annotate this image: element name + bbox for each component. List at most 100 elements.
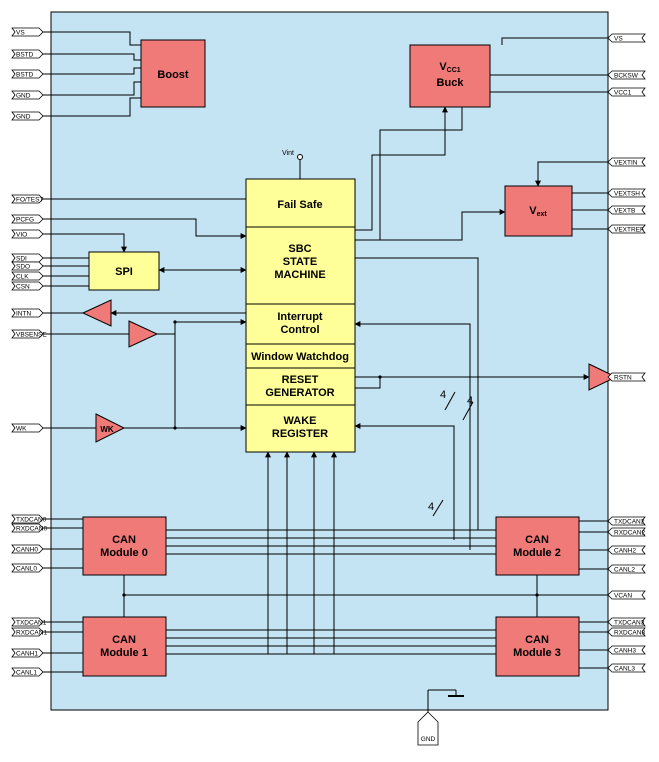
pin-canh0: CANH0 [11,544,44,554]
pin-sdo: SDO [11,261,44,271]
fail-safe-block: Fail Safe [245,178,356,228]
pin-label-gnd-bottom: GND [421,736,436,743]
wk-comparator-label: WK [100,425,114,434]
ground-symbol [427,689,464,712]
reset-generator-block: RESET GENERATOR [245,367,356,406]
pin-tag-shape [11,27,44,37]
pin-tag-shape [11,214,44,224]
can-module-0-block: CAN Module 0 [82,516,167,576]
wires [43,31,616,673]
wire-vio [43,233,127,253]
wire-sbc-to-vext [355,209,506,241]
boost-block: Boost [140,39,206,108]
pin-bstd-2: BSTD [11,69,44,79]
pin-tag-shape [607,372,646,382]
pin-tag-shape [11,271,44,281]
pin-pcfg: PCFG [11,214,44,224]
pin-label-rxdcan0: RXDCAN0 [16,525,47,532]
pin-vs-right: VS [607,33,646,43]
pin-label-vbsense: VBSENSE [16,331,47,338]
pin-rxdcan2: RXDCAN2 [607,527,646,537]
pin-label-vextb: VEXTB [614,207,635,214]
pin-gnd-1: GND [11,90,44,100]
reset-title-line2: GENERATOR [265,387,334,399]
pin-tag-shape [11,90,44,100]
pin-rxdcan3: RXDCAN3 [607,627,646,637]
pin-label-txdcan3: TXDCAN3 [614,619,645,626]
sbc-state-machine-block: SBC STATE MACHINE [245,226,356,305]
can0-title-line2: Module 0 [100,547,148,559]
pin-canl1: CANL1 [11,667,44,677]
pin-tag-shape [11,281,44,291]
pin-label-sdi: SDI [16,255,27,262]
pin-clk: CLK [11,271,44,281]
watchdog-title: Window Watchdog [251,351,349,363]
pin-tag-shape [607,224,646,234]
vcc1-buck-title-line2: Buck [437,77,465,89]
pin-vcan: VCAN [607,590,646,600]
pin-canl0: CANL0 [11,563,44,573]
rstn-buffer-triangle [588,363,618,391]
vcc1-buck-block: VCC1 Buck [409,44,491,108]
pin-tag-shape [11,544,44,554]
wire [43,67,141,75]
pin-canh2: CANH2 [607,545,646,555]
interrupt-title-line2: Control [280,324,319,336]
vext-block: Vext [504,185,573,237]
vint-label: Vint [282,150,294,157]
bus-width-label-3: 4 [428,501,434,513]
wire [355,377,381,389]
pin-rxdcan0: RXDCAN0 [11,523,47,533]
vcc1-buck-title: VCC1 [439,61,460,74]
pin-txdcan0: TXDCAN0 [11,514,47,524]
junction-dot [122,593,126,597]
wire-can-to-interrupt [354,321,471,550]
pin-label-bstd-1: BSTD [16,51,34,58]
window-watchdog-block: Window Watchdog [245,343,356,369]
pin-tag-shape [11,329,44,339]
pin-csn: CSN [11,281,44,291]
pin-tag-shape [607,545,646,555]
interrupt-title-line1: Interrupt [277,311,323,323]
wire [462,401,474,421]
pin-txdcan3: TXDCAN3 [607,617,646,627]
pin-intn: INTN [11,308,44,318]
pin-tag-shape [417,711,439,746]
pin-tag-shape [607,188,646,198]
vint-terminal [297,154,303,160]
pin-label-rxdcan1: RXDCAN1 [16,629,47,636]
pin-label-clk: CLK [16,273,29,280]
pin-tag-shape [11,563,44,573]
pin-vcc1: VCC1 [607,87,646,97]
pin-label-bcksw: BCKSW [614,72,639,79]
pin-label-fo-test: FO/TEST [16,196,43,203]
pin-tag-shape [11,111,44,121]
wire [43,81,141,96]
pin-tag-shape [607,157,646,167]
pin-label-vextin: VEXTIN [614,159,638,166]
pin-tag-shape [607,617,646,627]
pin-tag-shape [11,308,44,318]
pin-rxdcan1: RXDCAN1 [11,627,47,637]
pin-label-rxdcan3: RXDCAN3 [614,629,645,636]
pin-label-canl2: CANL2 [614,566,635,573]
wire [43,53,141,61]
bus-width-label-1: 4 [440,389,446,401]
wire [43,31,141,46]
pin-label-vcc1: VCC1 [614,89,632,96]
pin-label-pcfg: PCFG [16,216,34,223]
vcc1-buck-subscript: CC1 [447,67,461,74]
pin-tag-shape [11,229,44,239]
pin-label-canh3: CANH3 [614,647,636,654]
pin-tag-shape [11,523,44,533]
junction-dot [535,593,539,597]
can2-title-line1: CAN [525,534,549,546]
interrupt-control-block: Interrupt Control [245,303,356,345]
pin-label-rxdcan2: RXDCAN2 [614,529,645,536]
pin-tag-shape [607,590,646,600]
vext-subscript: ext [537,211,548,218]
can1-title-line2: Module 1 [100,647,148,659]
pin-tag-shape [607,516,646,526]
pin-vextref: VEXTREF [607,224,646,234]
